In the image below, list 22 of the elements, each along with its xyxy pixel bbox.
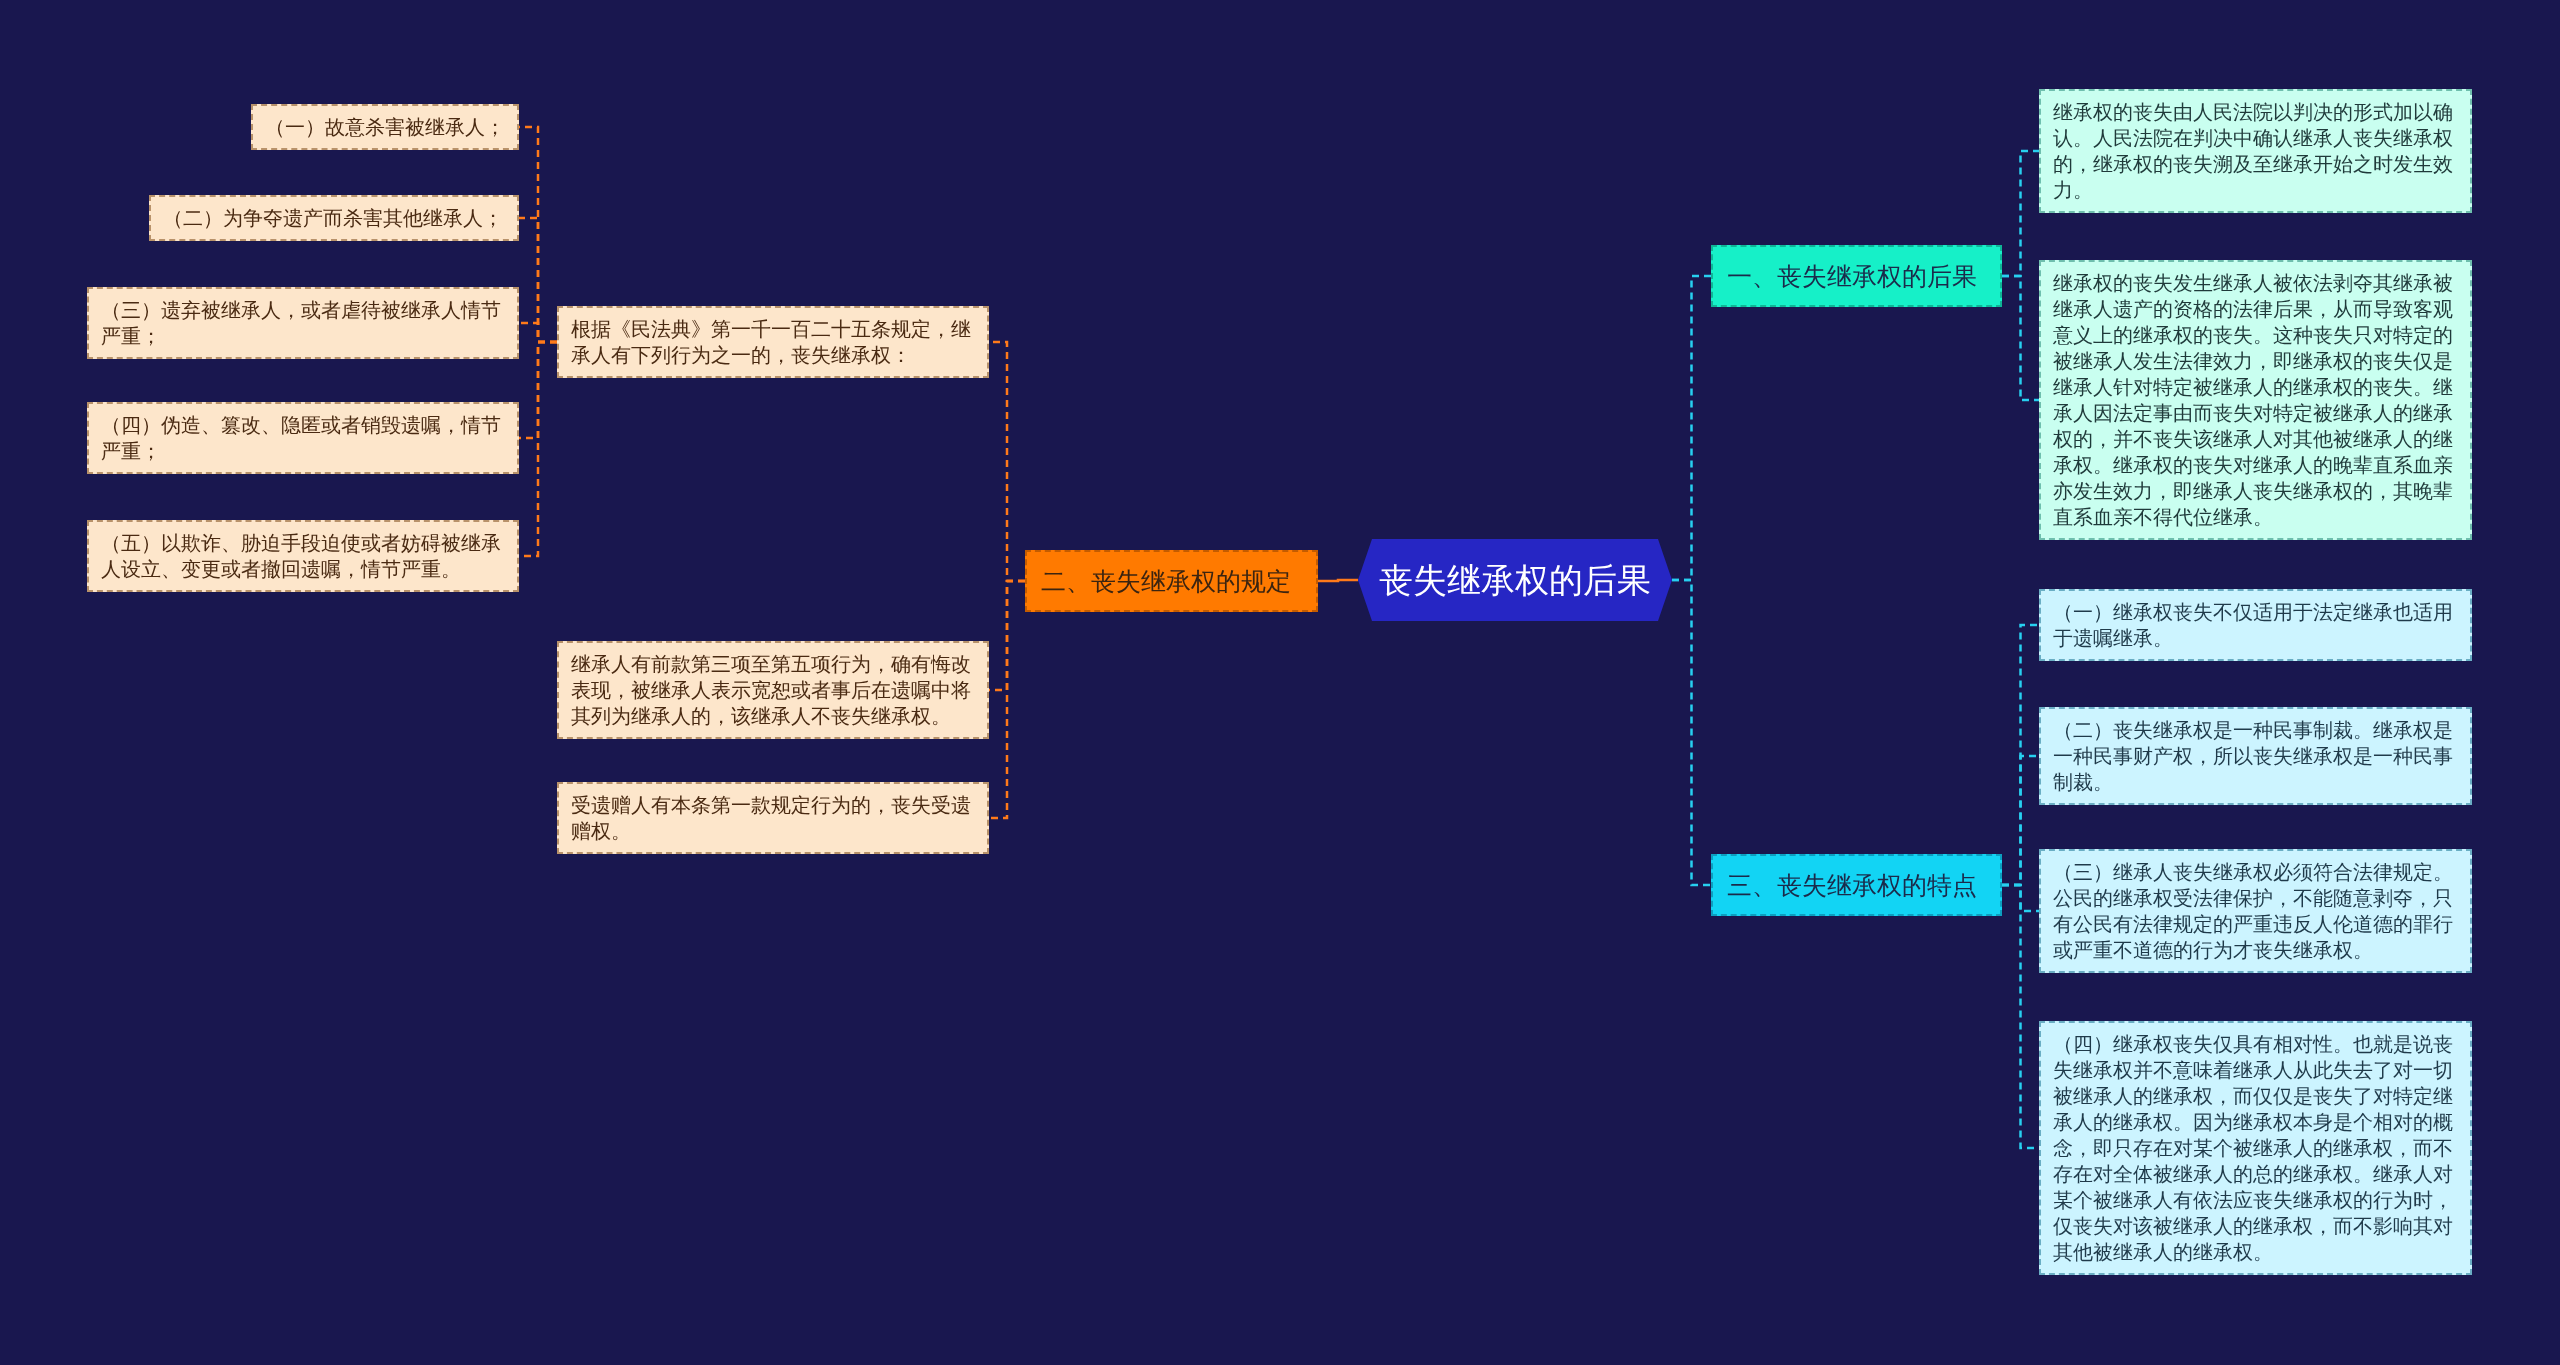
connector-line: [2002, 274, 2039, 402]
connector-line: [989, 579, 1025, 820]
text-box: （一）继承权丧失不仅适用于法定继承也适用于遗嘱继承。: [2039, 589, 2472, 661]
text-box: （五）以欺诈、胁迫手段迫使或者妨碍被继承人设立、变更或者撤回遗嘱，情节严重。: [87, 520, 519, 592]
text-box: 继承权的丧失由人民法院以判决的形式加以确认。人民法院在判决中确认继承人丧失继承权的，继承权的丧失溯及至继承开始之时发生效力。: [2039, 89, 2472, 213]
text-box: 继承权的丧失发生继承人被依法剥夺其继承被继承人遗产的资格的法律后果，从而导致客观意义上的继承权的丧失。这种丧失只对特定的被继承人发生法律效力，即继承权的丧失仅是继承人针对特定被继承人的继承权的丧失。继承人因法定事由而丧失对特定被继承人的继承权的，并不丧失该继承人对其他被继承人的继承权。继承权的丧失对继承人的晚辈直系血亲亦发生效力，即继承人丧失继承权的，其晚辈直系血亲不得代位继承。: [2039, 260, 2472, 540]
text-box: （一）故意杀害被继承人；: [251, 104, 519, 150]
text-box: （四）伪造、篡改、隐匿或者销毁遗嘱，情节严重；: [87, 402, 519, 474]
connector-line: [1318, 578, 1358, 583]
text-box: 继承人有前款第三项至第五项行为，确有悔改表现，被继承人表示宽恕或者事后在遗嘱中将其列为继承人的，该继承人不丧失继承权。: [557, 641, 989, 739]
text-box: （二）为争夺遗产而杀害其他继承人；: [149, 195, 519, 241]
connector-line: [1672, 578, 1711, 887]
central-topic: 丧失继承权的后果: [1358, 539, 1672, 621]
text-box: （四）继承权丧失仅具有相对性。也就是说丧失继承权并不意味着继承人从此失去了对一切被继承人的继承权，而仅仅是丧失了对特定继承人的继承权。因为继承权本身是个相对的概念，即只存在对某个被继承人的继承权，而不存在对全体被继承人的总的继承权。继承人对某个被继承人有依法应丧失继承权的行为时，仅丧失对该被继承人的继承权，而不影响其对其他被继承人的继承权。: [2039, 1021, 2472, 1275]
text-box: （三）遗弃被继承人，或者虐待被继承人情节严重；: [87, 287, 519, 359]
text-box: 受遗赠人有本条第一款规定行为的，丧失受遗赠权。: [557, 782, 989, 854]
branch-box: 一、丧失继承权的后果: [1711, 245, 2002, 307]
branch-box: 三、丧失继承权的特点: [1711, 854, 2002, 916]
text-box: （三）继承人丧失继承权必须符合法律规定。公民的继承权受法律保护，不能随意剥夺，只有公民有法律规定的严重违反人伦道德的罪行或严重不道德的行为才丧失继承权。: [2039, 849, 2472, 973]
branch-box: 二、丧失继承权的规定: [1025, 550, 1318, 612]
text-box: （二）丧失继承权是一种民事制裁。继承权是一种民事财产权，所以丧失继承权是一种民事制裁。: [2039, 707, 2472, 805]
text-box: 根据《民法典》第一千一百二十五条规定，继承人有下列行为之一的，丧失继承权：: [557, 306, 989, 378]
